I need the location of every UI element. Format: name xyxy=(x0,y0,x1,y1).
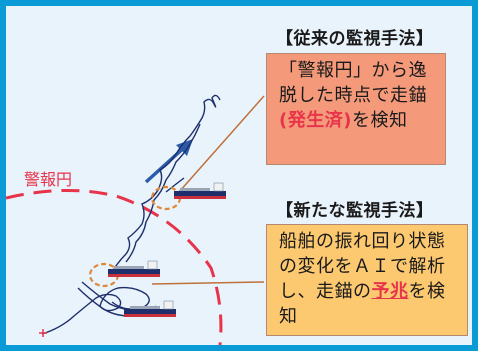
callout-line-conventional xyxy=(178,95,265,193)
anchor-point-icon xyxy=(39,329,47,337)
ship-icon xyxy=(124,300,176,317)
drift-arrow xyxy=(144,143,189,184)
conventional-text: 「警報円」から逸脱した時点で走錨 xyxy=(279,60,427,106)
new-method-text-end: を検知 xyxy=(279,281,446,327)
ship-icon xyxy=(108,260,160,277)
illustration xyxy=(6,94,265,345)
new-method-heading: 【新たな監視手法】 xyxy=(276,201,434,221)
conventional-callout: 「警報円」から逸脱した時点で走錨 (発生済)を検知 xyxy=(266,53,446,165)
ship-track xyxy=(41,94,221,335)
new-method-callout: 船舶の振れ回り状態の変化をＡＩで解析し、走錨の予兆を検知 xyxy=(266,224,468,336)
drift-arrow-head xyxy=(176,139,193,156)
ship-icon xyxy=(174,182,226,199)
callout-line-new xyxy=(151,281,265,285)
new-method-text: 船舶の振れ回り状態の変化をＡＩで解析し、走錨の xyxy=(279,231,446,302)
warning-circle xyxy=(6,188,223,345)
diagram-canvas: 警報円 【従来の監視手法】 「警報円」から逸脱した時点で走錨(発生済)を検知 【… xyxy=(6,6,472,345)
warning-circle-label: 警報円 xyxy=(24,170,73,189)
new-method-highlight: 予兆 xyxy=(371,281,409,302)
conventional-text-end: を検知 xyxy=(351,110,408,131)
conventional-highlight: (発生済) xyxy=(279,110,352,131)
conventional-heading: 【従来の監視手法】 xyxy=(276,29,434,49)
